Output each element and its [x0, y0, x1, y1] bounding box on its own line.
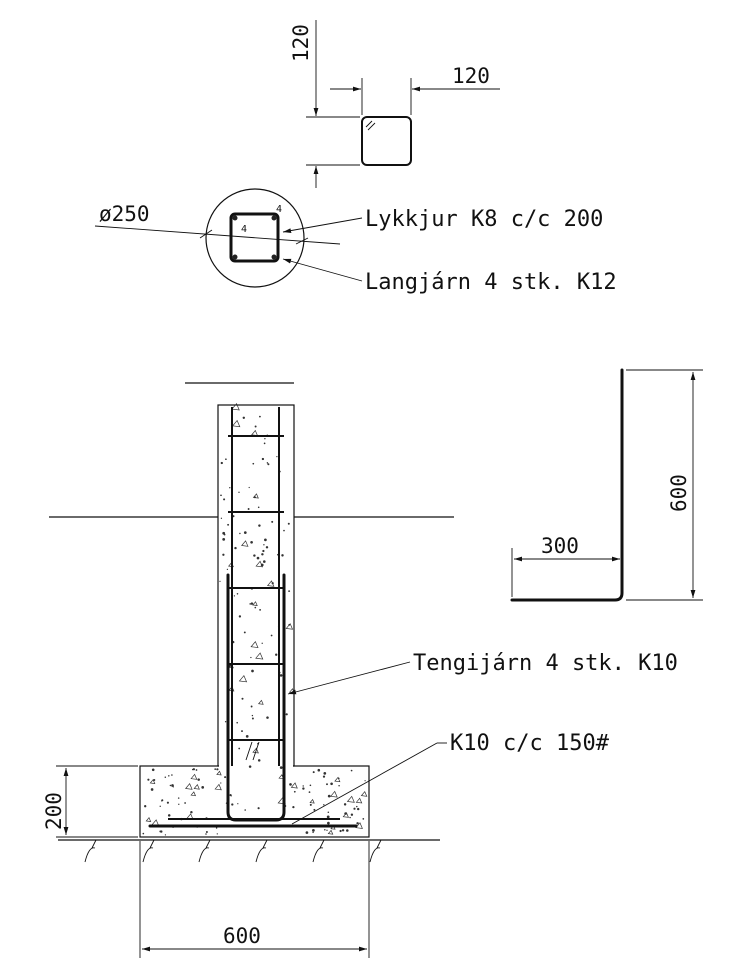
diameter-leader — [94, 225, 341, 245]
width-dimension: 120 — [452, 64, 490, 88]
longbar-callout: Langjárn 4 stk. K12 — [365, 270, 617, 295]
long-leg-dimension: 600 — [667, 474, 691, 512]
height-dimension: 120 — [289, 24, 313, 62]
stirrup-callout: Lykkjur K8 c/c 200 — [365, 207, 603, 232]
longbar-3 — [232, 254, 238, 260]
corner-mark-a: 4 — [276, 204, 282, 215]
longbar-2 — [271, 215, 277, 221]
corner-mark-b: 4 — [241, 224, 247, 235]
bar-shape: 600 300 — [510, 368, 703, 602]
stirrup-leader — [282, 217, 363, 233]
stirrup-square — [229, 212, 280, 263]
concrete-stipple — [142, 403, 368, 836]
dowel-leader — [287, 661, 411, 695]
round-section: 4 4 ø250 Lykkjur K8 c/c 200 Langjárn 4 s… — [94, 188, 617, 295]
dowel-hook-marks — [245, 741, 260, 761]
footing-width-dimension: 600 — [223, 924, 261, 948]
round-section-outline — [205, 188, 305, 288]
longbar-1 — [232, 215, 238, 221]
footing-rebar-leader-1 — [291, 742, 438, 825]
diameter-tick-left — [199, 229, 213, 239]
diameter-tick-right — [295, 237, 309, 245]
dowel-bars — [226, 573, 286, 822]
square-section-outline — [361, 116, 412, 166]
diameter-label: ø250 — [99, 202, 150, 226]
footing-rebar-callout: K10 c/c 150# — [450, 731, 610, 756]
dowel-callout: Tengijárn 4 stk. K10 — [413, 651, 678, 676]
elevation: Tengijárn 4 stk. K10 K10 c/c 150# 200 60… — [42, 382, 678, 958]
bent-bar — [510, 368, 624, 602]
longbar-4 — [271, 254, 277, 260]
stirrup-hook — [365, 120, 376, 131]
ground-hatch — [84, 839, 382, 863]
square-section: 120 120 — [289, 20, 500, 188]
longbar-leader — [282, 258, 363, 282]
short-leg-dimension: 300 — [541, 534, 579, 558]
footing-height-dimension: 200 — [42, 792, 66, 830]
